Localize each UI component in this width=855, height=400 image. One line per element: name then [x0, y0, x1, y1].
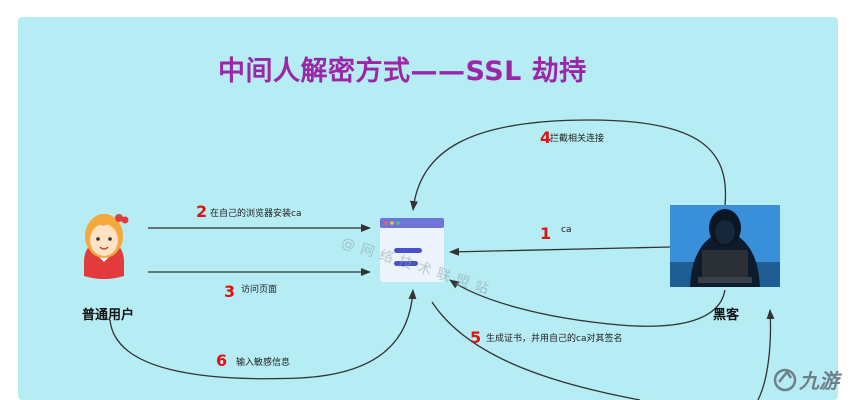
- hooded-hacker-icon: [670, 205, 780, 287]
- arrow-to-hacker: [757, 309, 775, 400]
- step-1-label: ca: [561, 225, 572, 235]
- arrow-step-1: [449, 246, 671, 256]
- brand-logo-icon: [773, 368, 797, 392]
- step-2-label: 在自己的浏览器安装ca: [210, 209, 302, 219]
- diagram-title: 中间人解密方式——SSL 劫持: [218, 56, 587, 87]
- arrow-step-6: [109, 289, 417, 380]
- step-4-label: 拦截相关连接: [550, 134, 605, 144]
- arrow-step-5-outbound: [431, 301, 641, 400]
- brand-logo-text: 九游: [799, 369, 839, 393]
- browser-window-icon: [380, 218, 444, 282]
- step-6-label: 输入敏感信息: [236, 358, 291, 368]
- step-5-number: 5: [470, 328, 482, 347]
- user-label: 普通用户: [82, 308, 135, 323]
- hacker-label: 黑客: [713, 308, 740, 323]
- step-3-label: 访问页面: [241, 285, 278, 295]
- step-3-number: 3: [224, 282, 236, 301]
- girl-avatar-icon: [84, 214, 129, 279]
- step-1-number: 1: [540, 224, 552, 243]
- step-5-label: 生成证书，并用自己的ca对其签名: [486, 334, 623, 344]
- arrow-step-5: [449, 279, 726, 327]
- arrow-step-4: [410, 119, 727, 211]
- step-2-number: 2: [196, 202, 208, 221]
- step-6-number: 6: [216, 351, 228, 370]
- step-4-number: 4: [540, 128, 552, 147]
